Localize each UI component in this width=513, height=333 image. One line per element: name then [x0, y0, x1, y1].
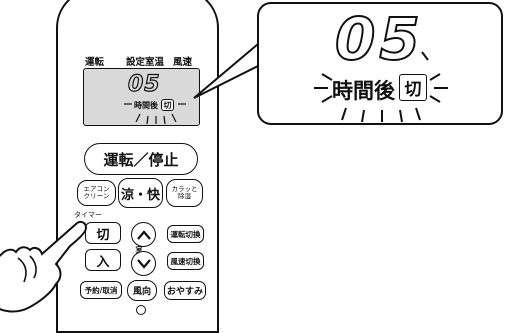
temp-up-button[interactable]	[131, 222, 156, 247]
karatto-label: カラッと 除湿	[171, 185, 198, 200]
lcd-off-box: 切	[161, 99, 174, 111]
ryo-kai-label: 涼・快	[120, 187, 160, 203]
callout-off-label: 切	[404, 80, 422, 100]
callout-after-label: 時間後	[332, 79, 395, 103]
lcd-digits: 05	[127, 71, 161, 97]
chevron-up-icon	[136, 229, 151, 240]
lcd-display	[83, 68, 200, 126]
aircon-clean-label: エアコン クリーン	[83, 185, 110, 200]
indicator-circle	[136, 305, 146, 315]
run-stop-label: 運転／停止	[103, 150, 179, 169]
fan-speed-switch-label: 風速切換	[170, 256, 201, 266]
aircon-clean-button[interactable]: エアコン クリーン	[77, 180, 116, 206]
header-label-fusoku: 風速	[173, 57, 193, 68]
header-label-settei: 設定室温	[126, 57, 165, 68]
yoyaku-cancel-button[interactable]: 予約/取消	[80, 281, 122, 299]
timer-off-button[interactable]: 切	[85, 222, 121, 244]
blink-rays-large-icon	[314, 51, 448, 123]
karatto-dry-button[interactable]: カラッと 除湿	[166, 179, 203, 207]
timer-off-label: 切	[96, 227, 110, 243]
airflow-direction-button[interactable]: 風向	[127, 280, 157, 301]
callout-digits: 05	[334, 5, 424, 73]
yoyaku-label: 予約/取消	[84, 285, 118, 295]
ryo-kai-button[interactable]: 涼・快	[118, 178, 163, 208]
timer-section-label: タイマー	[74, 211, 102, 219]
timer-on-button[interactable]: 入	[85, 249, 121, 271]
callout-pointer	[193, 43, 259, 99]
lcd-after-label: 時間後	[134, 101, 158, 110]
pointing-hand-icon	[0, 220, 88, 313]
run-stop-button[interactable]: 運転／停止	[84, 143, 198, 175]
callout-bubble	[257, 2, 503, 125]
mode-switch-button[interactable]: 運転切換	[167, 225, 204, 243]
chevron-down-icon	[136, 258, 151, 269]
callout-off-box: 切	[399, 74, 427, 101]
header-label-unten: 運転	[85, 57, 105, 68]
fan-speed-switch-button[interactable]: 風速切換	[167, 252, 204, 270]
airflow-direction-label: 風向	[132, 287, 151, 297]
lcd-off-label: 切	[163, 100, 172, 110]
mode-switch-label: 運転切換	[170, 229, 201, 239]
temp-down-button[interactable]	[131, 251, 156, 276]
sleep-button[interactable]: おやすみ	[164, 281, 206, 300]
sleep-label: おやすみ	[166, 287, 203, 297]
timer-on-label: 入	[96, 254, 110, 270]
blink-rays-small-icon	[124, 103, 186, 125]
